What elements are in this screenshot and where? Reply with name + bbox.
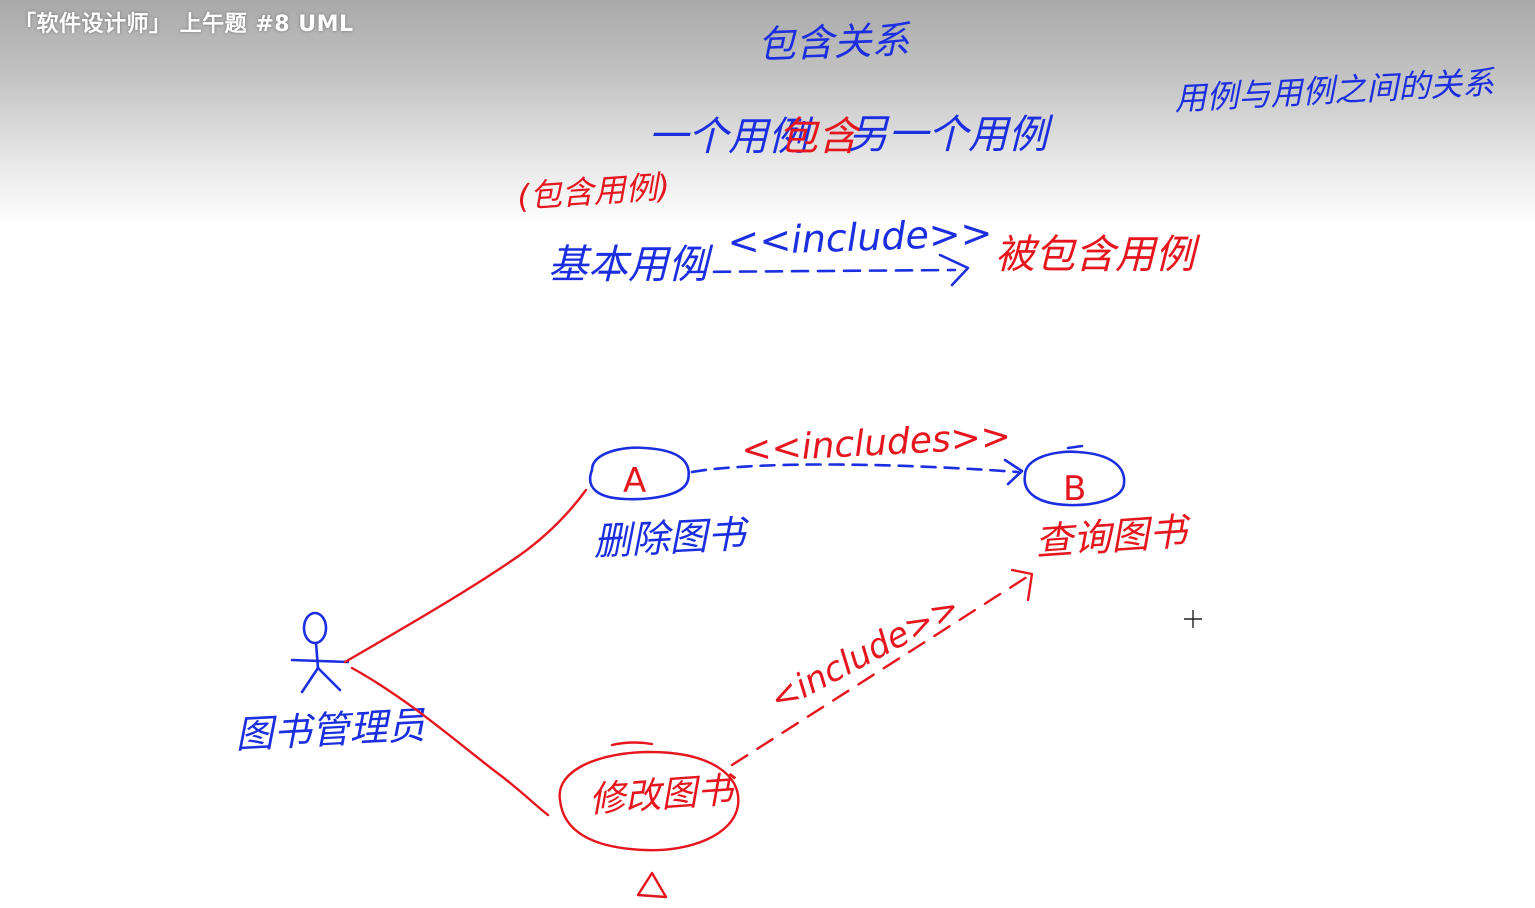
use-case-a: A [589, 446, 691, 501]
relation-between-note: 用例与用例之间的关系 [1173, 63, 1497, 118]
edge-a-b-label: <<includes>> [740, 416, 1012, 471]
video-title: 「软件设计师」 上午题 #8 UML [14, 12, 354, 37]
include-arrow-top [686, 253, 970, 287]
association-actor-modify [350, 666, 550, 817]
actor-figure [290, 611, 350, 694]
heading-include-relation: 包含关系 [757, 18, 912, 67]
definition-keyword: 包含 [778, 114, 863, 160]
base-use-case-label: 基本用例 [548, 242, 714, 288]
top-shade [0, 0, 1535, 225]
use-case-a-caption: 删除图书 [592, 512, 751, 564]
include-stereotype-label: <<include>> [727, 211, 993, 264]
use-case-modify-label: 修改图书 [588, 770, 739, 821]
actor-label: 图书管理员 [234, 703, 427, 757]
included-use-case-label: 被包含用例 [995, 232, 1201, 278]
use-case-b-letter: B [1063, 469, 1086, 509]
include-arrow-a-b [690, 458, 1024, 486]
association-actor-a [343, 488, 588, 664]
use-case-modify: 修改图书 [558, 741, 740, 852]
use-case-b-caption: 查询图书 [1034, 509, 1194, 564]
definition-prefix: 一个用例 [648, 114, 814, 160]
include-arrow-modify-b [730, 568, 1034, 767]
use-case-b: B [1023, 444, 1126, 509]
definition-line: 一个用例 包含 另一个用例 [648, 112, 1054, 160]
definition-suffix: 另一个用例 [848, 112, 1054, 158]
use-case-a-letter: A [623, 461, 646, 501]
edge-modify-b-label: <include>> [763, 587, 966, 720]
generalization-triangle [636, 871, 668, 899]
base-tag: (包含用例) [516, 167, 671, 216]
crosshair-icon [1184, 610, 1202, 628]
